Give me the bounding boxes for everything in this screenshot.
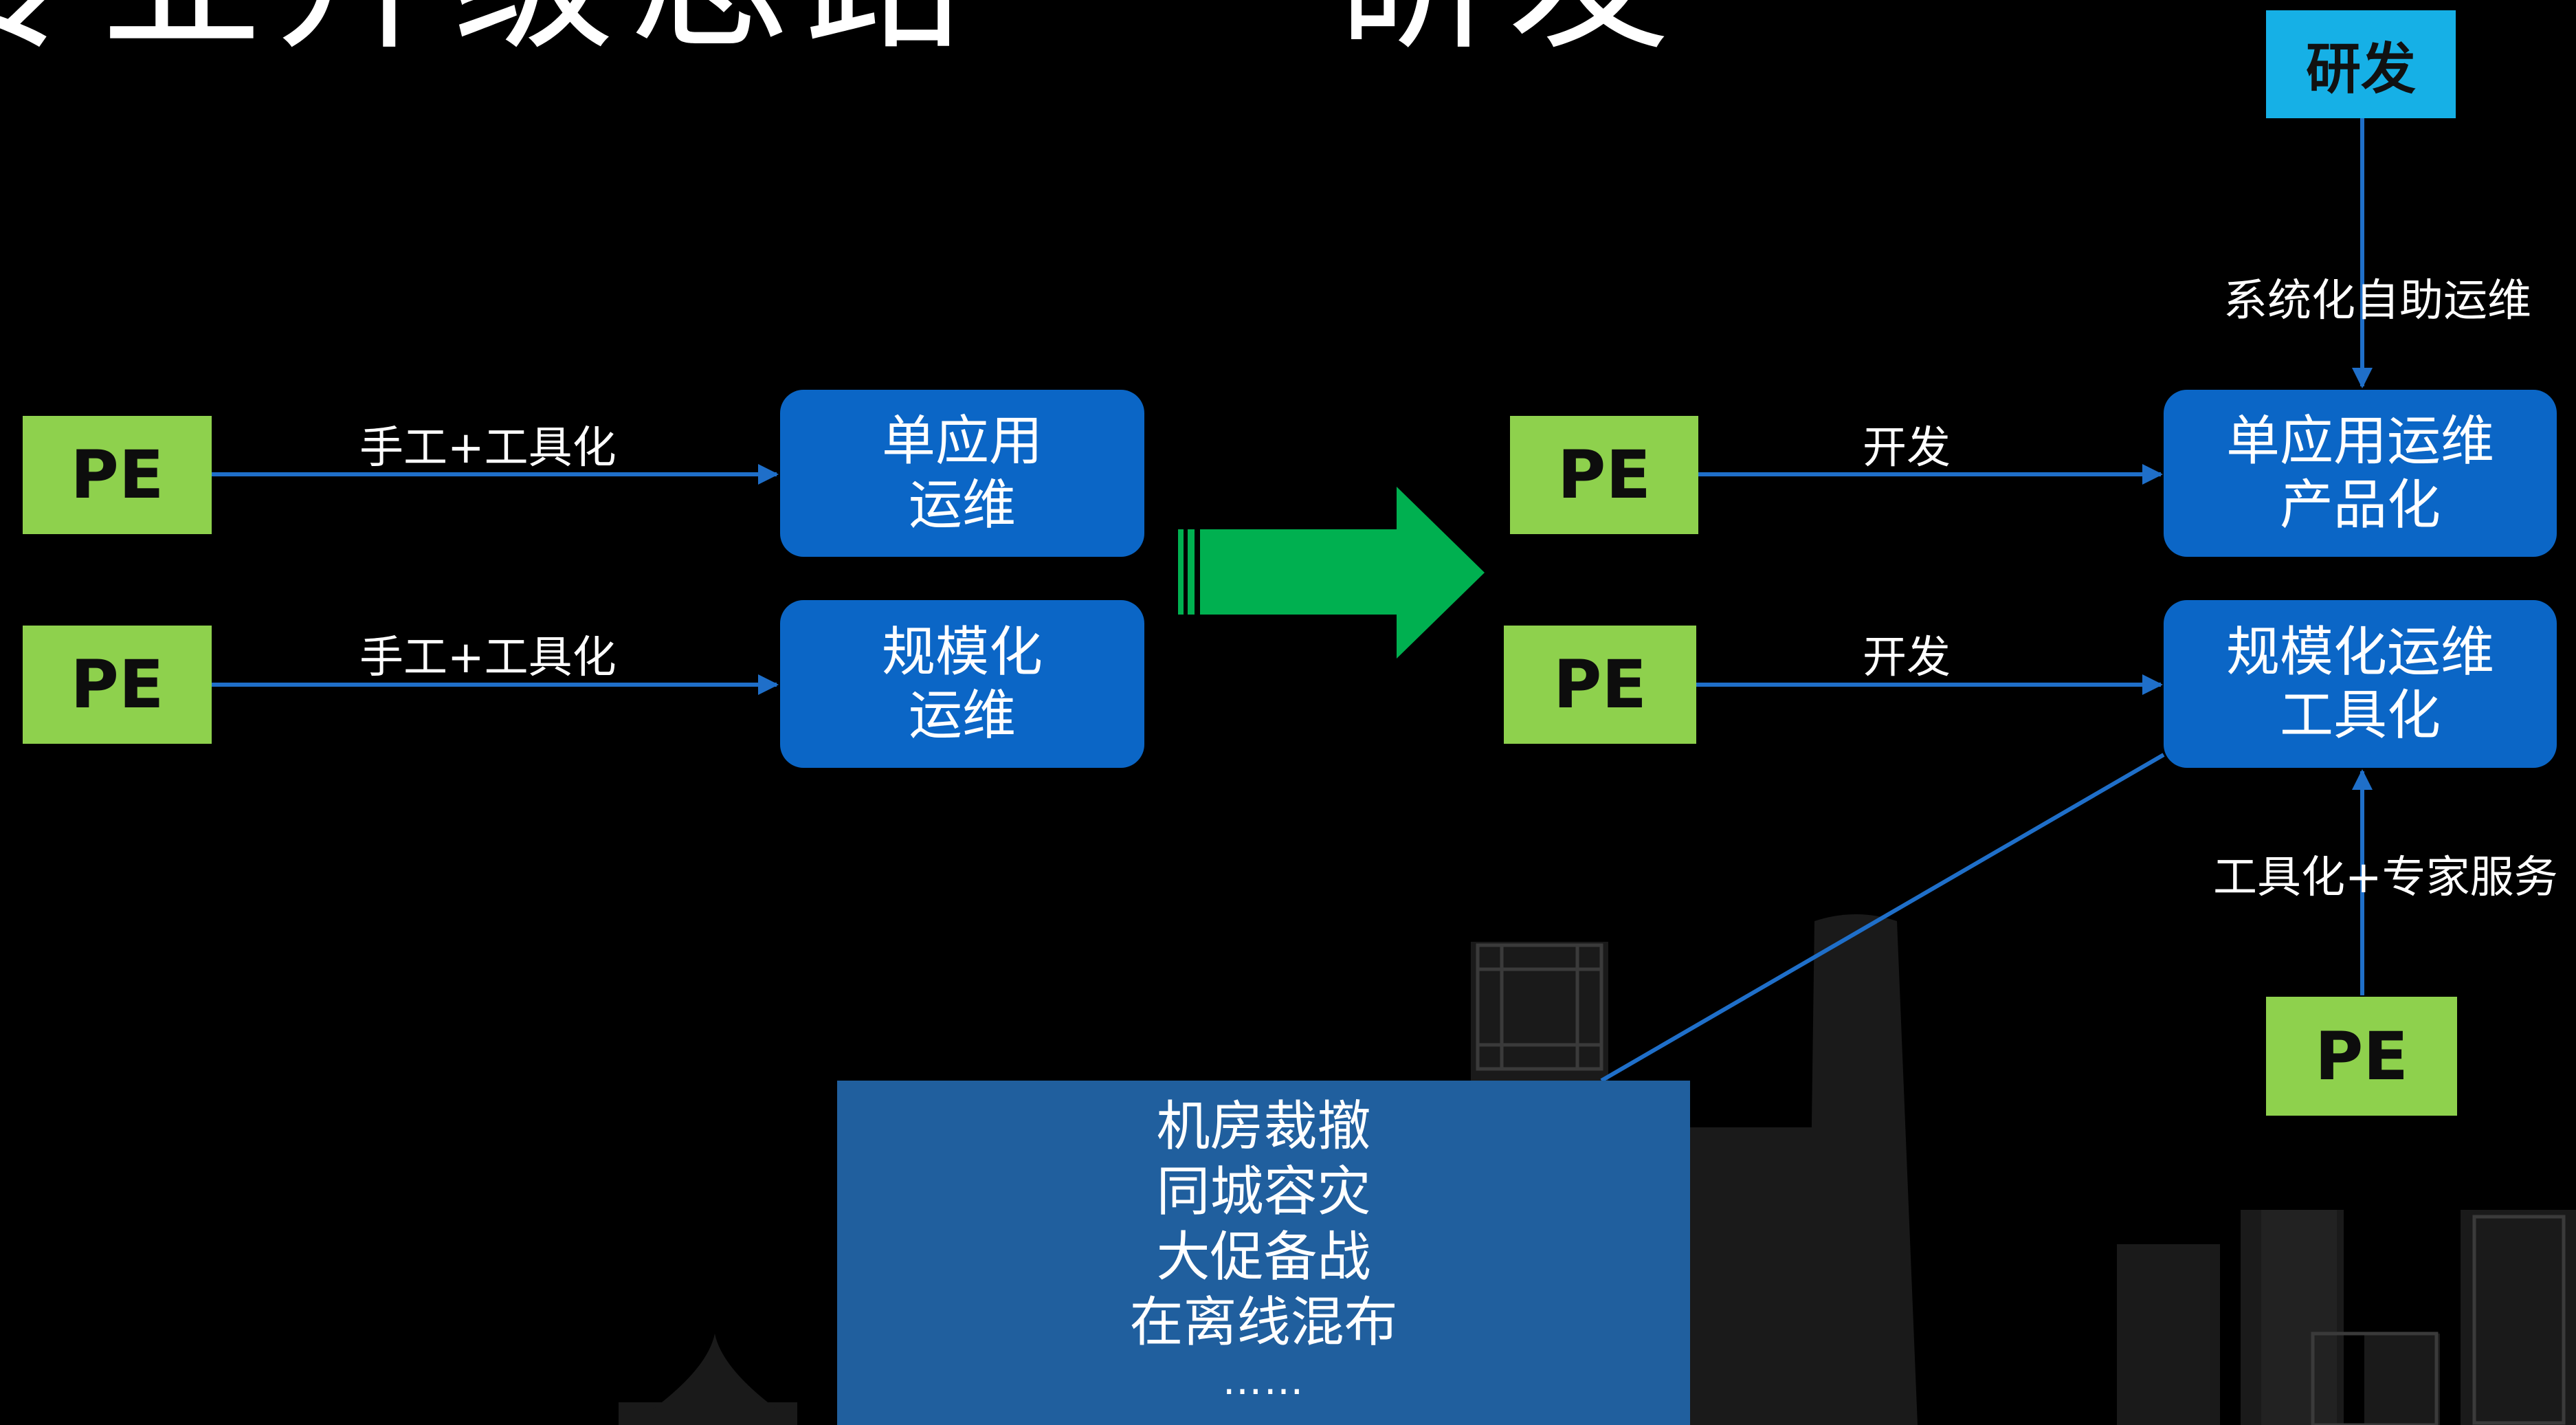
scenario-more: ……: [1222, 1356, 1305, 1404]
tasks-edge: [1600, 753, 2165, 1083]
pe-box-right-middle: PE: [1504, 626, 1696, 744]
node-line: 规模化: [881, 621, 1043, 683]
edge-label-tooling-expert-service: 工具化+专家服务: [2213, 852, 2558, 903]
pe-label: PE: [70, 437, 164, 513]
page-title: 专业升级思路——研发: [0, 0, 1684, 59]
right-arrow-icon: [1178, 487, 1485, 659]
edge-label-dev-top: 开发: [1863, 423, 1951, 474]
pe-label: PE: [1553, 646, 1647, 723]
pe-box-left-top: PE: [23, 416, 212, 534]
node-line: 运维: [908, 685, 1016, 747]
node-scale-ops-tooling: 规模化运维 工具化: [2164, 600, 2557, 768]
node-line: 工具化: [2279, 685, 2441, 747]
edge-label-self-service-ops: 系统化自助运维: [2223, 276, 2531, 327]
node-line: 产品化: [2279, 474, 2441, 536]
pe-label: PE: [70, 646, 164, 723]
pe-label: PE: [1557, 437, 1651, 513]
node-scale-ops: 规模化 运维: [780, 600, 1144, 768]
pe-box-left-bottom: PE: [23, 626, 212, 744]
pe-label: PE: [2315, 1017, 2408, 1095]
edge-label-manual-tooling-bottom: 手工+工具化: [359, 632, 617, 683]
scenario-item: 在离线混布: [1129, 1292, 1398, 1354]
rd-box: 研发: [2266, 10, 2456, 118]
node-line: 单应用: [881, 410, 1043, 473]
edge-label-manual-tooling-top: 手工+工具化: [359, 423, 617, 474]
node-single-app-ops: 单应用 运维: [780, 390, 1144, 557]
node-line: 规模化运维: [2225, 621, 2494, 683]
node-single-app-ops-productization: 单应用运维 产品化: [2164, 390, 2557, 557]
pe-box-right-bottom: PE: [2266, 997, 2457, 1116]
scenario-item: 机房裁撤: [1156, 1096, 1371, 1158]
pe-box-right-top: PE: [1510, 416, 1698, 534]
scenario-list-box: 机房裁撤 同城容灾 大促备战 在离线混布 ……: [837, 1081, 1690, 1425]
scenario-item: 同城容灾: [1156, 1161, 1371, 1224]
node-line: 运维: [908, 474, 1016, 536]
edge-label-dev-middle: 开发: [1863, 632, 1951, 683]
scenario-item: 大促备战: [1156, 1226, 1371, 1289]
node-line: 单应用运维: [2225, 410, 2494, 473]
